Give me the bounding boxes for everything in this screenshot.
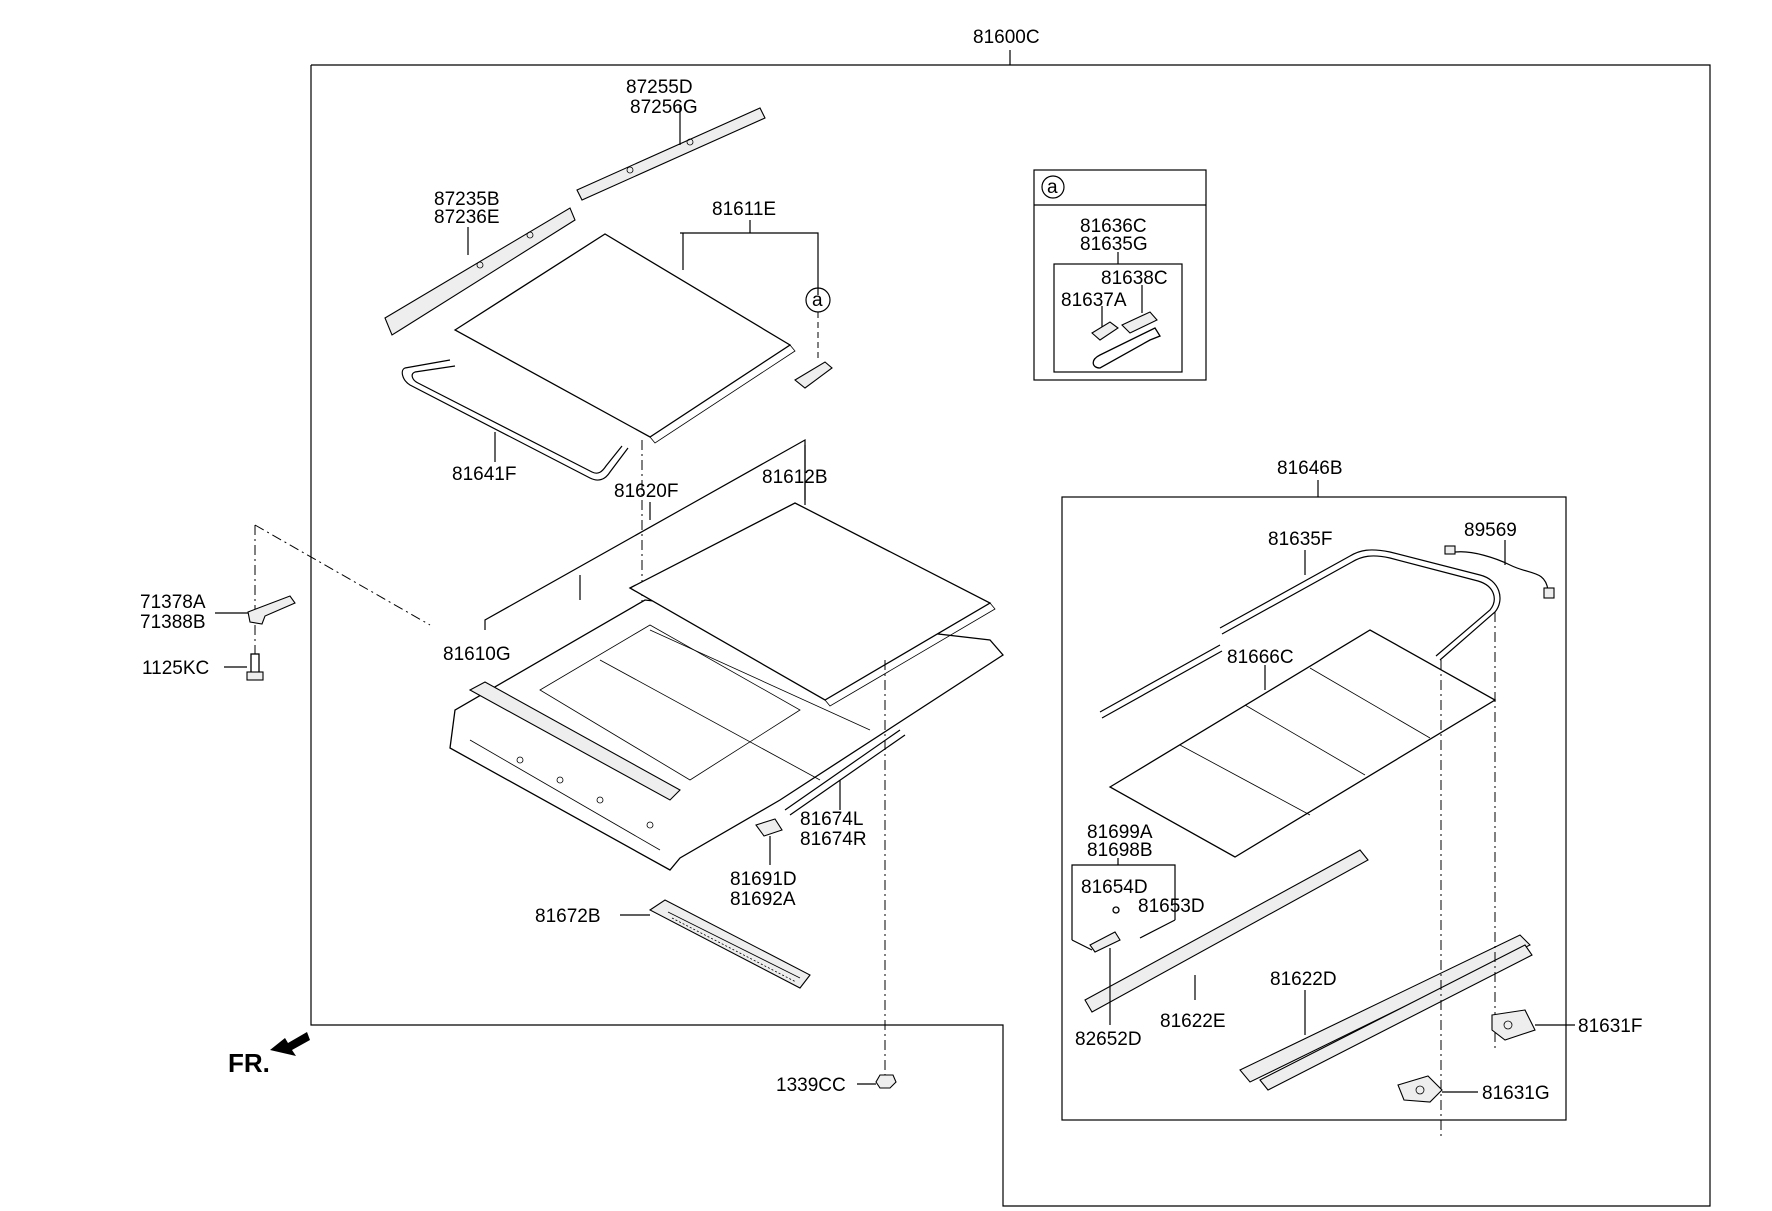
bolt-1125KC [246, 653, 264, 681]
glass-panel-81611E [453, 220, 833, 444]
frame-81610G [449, 502, 1004, 871]
motor-81631G [1397, 1075, 1443, 1103]
nut-1339CC [875, 1074, 897, 1089]
front-direction-arrow [270, 1032, 310, 1056]
moulding-81674L [784, 729, 906, 816]
label-81674L[interactable]: 81674L [800, 809, 863, 830]
label-81653D[interactable]: 81653D [1138, 896, 1205, 917]
guide-81635F [1099, 549, 1501, 719]
label-81622D[interactable]: 81622D [1270, 969, 1337, 990]
label-81637A[interactable]: 81637A [1061, 290, 1127, 311]
clip-81691D [755, 818, 783, 837]
label-87235B[interactable]: 87235B [434, 189, 500, 210]
seal-81641F [401, 359, 629, 481]
rail-81622E [1084, 849, 1369, 1013]
panel-81672B [648, 899, 811, 989]
label-81638C[interactable]: 81638C [1101, 268, 1168, 289]
main-assembly-frame [310, 50, 1711, 1207]
callout-a-1[interactable]: a [812, 290, 823, 311]
roof-rail-87255D [576, 105, 766, 201]
label-81698B[interactable]: 81698B [1087, 840, 1153, 861]
bracket-71378A [247, 595, 296, 625]
label-81611E[interactable]: 81611E [712, 199, 776, 220]
label-87236E[interactable]: 87236E [434, 207, 500, 228]
label-81646B[interactable]: 81646B [1277, 458, 1343, 479]
label-81674R[interactable]: 81674R [800, 829, 867, 850]
label-82652D[interactable]: 82652D [1075, 1029, 1142, 1050]
label-89569[interactable]: 89569 [1464, 520, 1517, 541]
label-1125KC[interactable]: 1125KC [142, 658, 209, 679]
label-81622E[interactable]: 81622E [1160, 1011, 1226, 1032]
label-81635F[interactable]: 81635F [1268, 529, 1332, 550]
label-81691D[interactable]: 81691D [730, 869, 797, 890]
label-81600C[interactable]: 81600C [973, 27, 1040, 48]
label-87255D[interactable]: 87255D [626, 77, 693, 98]
label-81610G[interactable]: 81610G [443, 644, 511, 665]
label-81692A[interactable]: 81692A [730, 889, 796, 910]
label-81654D[interactable]: 81654D [1081, 877, 1148, 898]
label-81672B[interactable]: 81672B [535, 906, 601, 927]
label-81636C[interactable]: 81636C [1080, 216, 1147, 237]
label-81631F[interactable]: 81631F [1578, 1016, 1642, 1037]
label-81631G[interactable]: 81631G [1482, 1083, 1550, 1104]
bracket-81654D [1071, 858, 1176, 1025]
motor-81631F [1491, 1009, 1536, 1041]
label-87256G[interactable]: 87256G [630, 97, 698, 118]
callout-a-2[interactable]: a [1047, 177, 1058, 198]
label-1339CC[interactable]: 1339CC [776, 1075, 846, 1096]
subassembly-81646B-frame [1061, 480, 1567, 1121]
label-81699A[interactable]: 81699A [1087, 822, 1153, 843]
harness-89569 [1444, 545, 1555, 599]
label-81620F[interactable]: 81620F [614, 481, 678, 502]
inset-a-frame [1033, 169, 1207, 381]
label-81641F[interactable]: 81641F [452, 464, 516, 485]
shade-81666C [1108, 629, 1497, 858]
label-81635G[interactable]: 81635G [1080, 234, 1148, 255]
rail-81622D [1239, 934, 1533, 1091]
label-81666C[interactable]: 81666C [1227, 647, 1294, 668]
roof-rail-87235B [384, 207, 576, 336]
label-71388B[interactable]: 71388B [140, 612, 206, 633]
label-71378A[interactable]: 71378A [140, 592, 206, 613]
front-label[interactable]: FR. [228, 1048, 270, 1078]
label-81612B[interactable]: 81612B [762, 467, 828, 488]
